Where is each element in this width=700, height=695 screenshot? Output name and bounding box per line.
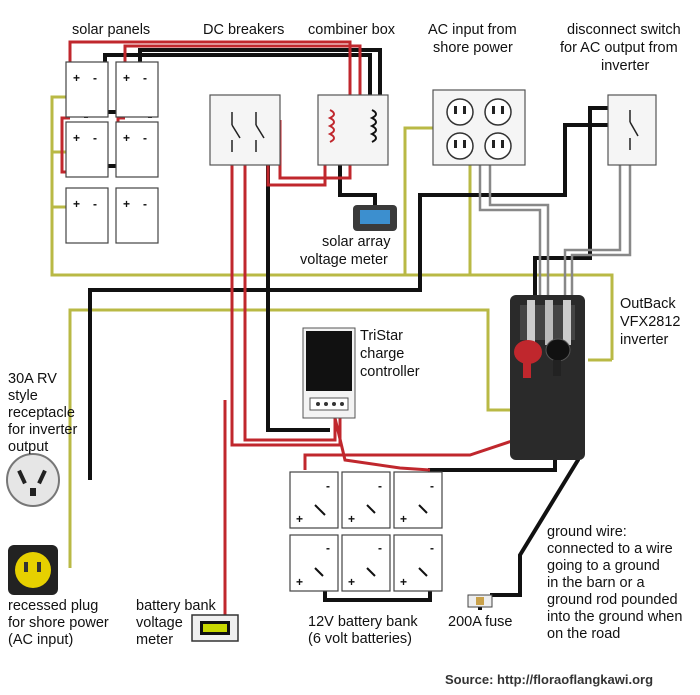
label-disconnect: inverter: [601, 58, 650, 74]
label-battery-meter: meter: [136, 632, 173, 648]
svg-text:-: -: [326, 479, 330, 493]
svg-text:-: -: [326, 541, 330, 555]
svg-text:+: +: [348, 575, 355, 589]
svg-text:+: +: [73, 71, 80, 85]
label-rv: for inverter: [8, 422, 77, 438]
battery: + -: [341, 534, 391, 592]
svg-text:+: +: [400, 575, 407, 589]
label-battery-bank: 12V battery bank: [308, 614, 418, 630]
svg-text:+: +: [123, 197, 130, 211]
label-ground-wire: ground rod pounded: [547, 592, 678, 608]
battery: + -: [393, 471, 443, 529]
label-ground-wire: in the barn or a: [547, 575, 645, 591]
svg-text:+: +: [400, 512, 407, 526]
svg-text:+: +: [123, 131, 130, 145]
label-ac-input: AC input from: [428, 22, 517, 38]
battery-bank: + - + - + - + - + - + -: [289, 471, 443, 592]
svg-text:-: -: [378, 479, 382, 493]
label-disconnect: disconnect switch: [567, 22, 681, 38]
recessed-plug: [8, 545, 58, 595]
label-outback: inverter: [620, 332, 669, 348]
battery: + -: [289, 471, 339, 529]
svg-text:-: -: [378, 541, 382, 555]
solar-panel: + -: [115, 187, 159, 244]
rv-receptacle: [6, 453, 60, 507]
battery: + -: [341, 471, 391, 529]
label-rv: output: [8, 439, 48, 455]
svg-text:+: +: [296, 512, 303, 526]
tristar-charge-controller: [302, 327, 356, 419]
label-tristar: TriStar: [360, 328, 403, 344]
solar-panel: + -: [115, 121, 159, 178]
label-rv: style: [8, 388, 38, 404]
svg-text:-: -: [93, 197, 97, 211]
svg-text:+: +: [296, 575, 303, 589]
label-rv: 30A RV: [8, 371, 57, 387]
label-combiner-box: combiner box: [308, 22, 396, 38]
label-solar-meter: voltage meter: [300, 252, 388, 268]
label-solar-meter: solar array: [322, 234, 391, 250]
svg-text:+: +: [348, 512, 355, 526]
label-ground-wire: ground wire:: [547, 524, 627, 540]
label-battery-bank: (6 volt batteries): [308, 631, 412, 647]
svg-text:-: -: [143, 197, 147, 211]
label-ground-wire: on the road: [547, 626, 620, 642]
solar-panel: + -: [65, 187, 109, 244]
ac-wires: [478, 140, 632, 300]
battery: + -: [289, 534, 339, 592]
dc-breaker-box: [209, 94, 281, 166]
solar-panel-array: + - + - + - + - + - + -: [65, 61, 159, 244]
battery: + -: [393, 534, 443, 592]
label-plug: for shore power: [8, 615, 109, 631]
label-plug: (AC input): [8, 632, 73, 648]
fuse-200a: [467, 594, 493, 608]
disconnect-switch: [607, 94, 657, 166]
svg-text:+: +: [73, 131, 80, 145]
label-battery-meter: voltage: [136, 615, 183, 631]
solar-panel: + -: [65, 121, 109, 178]
label-ac-input: shore power: [433, 40, 513, 56]
svg-text:-: -: [143, 131, 147, 145]
solar-panel: + -: [115, 61, 159, 118]
label-dc-breakers: DC breakers: [203, 22, 284, 38]
label-outback: OutBack: [620, 296, 676, 312]
battery-bank-voltage-meter: [191, 614, 239, 642]
label-ground-wire: into the ground when: [547, 609, 682, 625]
label-outback: VFX2812: [620, 314, 680, 330]
svg-text:-: -: [430, 541, 434, 555]
solar-panel: + -: [65, 61, 109, 118]
label-disconnect: for AC output from: [560, 40, 678, 56]
svg-text:-: -: [93, 71, 97, 85]
label-plug: recessed plug: [8, 598, 98, 614]
labels: solar panels DC breakers combiner box AC…: [8, 22, 682, 687]
svg-text:+: +: [73, 197, 80, 211]
label-battery-meter: battery bank: [136, 598, 217, 614]
label-ground-wire: going to a ground: [547, 558, 660, 574]
label-fuse: 200A fuse: [448, 614, 513, 630]
label-tristar: controller: [360, 364, 420, 380]
label-tristar: charge: [360, 346, 404, 362]
svg-text:-: -: [143, 71, 147, 85]
svg-text:-: -: [93, 131, 97, 145]
source-credit: Source: http://floraoflangkawi.org: [445, 672, 653, 687]
combiner-box: [317, 94, 389, 166]
svg-text:-: -: [430, 479, 434, 493]
label-rv: receptacle: [8, 405, 75, 421]
solar-array-voltage-meter: [353, 205, 397, 231]
label-ground-wire: connected to a wire: [547, 541, 673, 557]
ac-outlet: [432, 89, 526, 166]
label-solar-panels: solar panels: [72, 22, 150, 38]
outback-inverter: [510, 295, 585, 460]
svg-text:+: +: [123, 71, 130, 85]
